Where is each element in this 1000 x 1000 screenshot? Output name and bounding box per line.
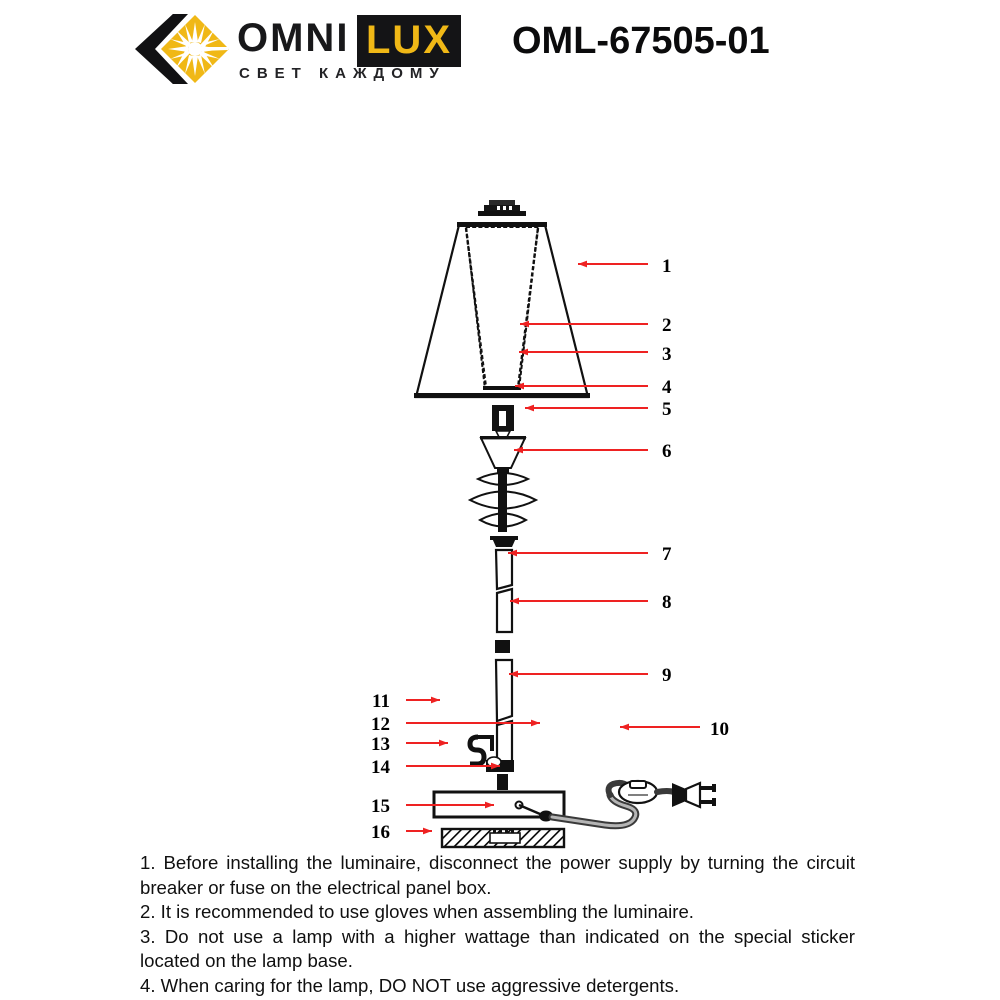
instruction-item-4: 4. When caring for the lamp, DO NOT use …	[140, 974, 680, 996]
callout-number: 7	[662, 544, 672, 565]
wordmark-lux-box: LUX	[357, 15, 461, 67]
callout-arrowhead	[578, 260, 587, 268]
brand-tagline: СВЕТ КАЖДОМУ	[239, 65, 446, 82]
callout-number: 10	[710, 719, 729, 740]
brand-logo: OMNI LUX СВЕТ КАЖДОМУ	[133, 10, 473, 88]
sunburst-icon	[168, 22, 230, 76]
callout-2: 2	[520, 315, 672, 336]
callout-number: 1	[662, 256, 672, 277]
wordmark-lux: LUX	[366, 18, 452, 62]
callout-number: 8	[662, 592, 672, 613]
callout-arrowhead	[439, 739, 448, 747]
callout-arrowhead	[520, 320, 529, 328]
callout-12: 12	[371, 714, 540, 735]
callout-number: 6	[662, 441, 672, 462]
instruction-item-3: 3. Do not use a lamp with a higher watta…	[140, 925, 855, 972]
callout-number: 16	[371, 822, 390, 843]
callout-number: 11	[372, 691, 390, 712]
callout-10: 10	[620, 719, 729, 740]
callout-number: 14	[371, 757, 391, 778]
callout-3: 3	[519, 344, 672, 365]
finial-cap-icon	[478, 200, 526, 216]
callout-number: 3	[662, 344, 672, 365]
safety-instructions: 1. Before installing the luminaire, disc…	[140, 851, 855, 999]
callout-14: 14	[371, 757, 500, 778]
callout-arrowhead	[485, 801, 494, 809]
part-tube-end-cap	[490, 536, 518, 547]
part-coupling-nut	[495, 640, 510, 653]
callout-number: 9	[662, 665, 672, 686]
callout-arrowhead	[423, 827, 432, 835]
callout-7: 7	[508, 544, 672, 565]
callout-1: 1	[578, 256, 672, 277]
callout-arrowhead	[491, 762, 500, 770]
callout-number: 5	[662, 399, 672, 420]
callout-13: 13	[371, 734, 448, 755]
callout-11: 11	[372, 691, 440, 712]
instruction-item-2: 2. It is recommended to use gloves when …	[140, 901, 694, 923]
product-code: OML-67505-01	[512, 20, 770, 62]
power-plug-icon	[672, 781, 716, 809]
callout-arrowhead	[510, 597, 519, 605]
part-stand-tube-segments	[494, 548, 514, 769]
callout-arrowhead	[519, 348, 528, 356]
part-center-decor-sphere	[467, 490, 539, 532]
sheet-header: OMNI LUX СВЕТ КАЖДОМУ OML-67505-01	[0, 0, 1000, 92]
callout-number: 13	[371, 734, 390, 755]
callout-number: 12	[371, 714, 390, 735]
callout-16: 16	[371, 822, 432, 843]
wordmark-omni: OMNI	[237, 16, 350, 60]
part-bulb-socket	[492, 405, 514, 438]
callout-arrowhead	[431, 696, 440, 704]
callout-4: 4	[515, 377, 672, 398]
callout-6: 6	[514, 441, 672, 462]
callout-arrowhead	[620, 723, 629, 731]
part-power-cord-with-plug	[518, 779, 716, 830]
part-base-felt-pad	[440, 827, 566, 849]
callout-arrowhead	[531, 719, 540, 727]
callout-arrowhead	[509, 670, 518, 678]
callout-arrowhead	[514, 446, 523, 454]
callout-number: 15	[371, 796, 390, 817]
instruction-item-1: 1. Before installing the luminaire, disc…	[140, 852, 855, 898]
inline-switch-icon	[617, 779, 659, 805]
part-socket-cover-cone	[479, 436, 527, 477]
part-lamp-shade	[414, 200, 590, 399]
callout-15: 15	[371, 796, 494, 817]
callout-8: 8	[510, 592, 672, 613]
callout-5: 5	[525, 399, 672, 420]
omnilux-sunburst-diamond-logo-icon	[133, 12, 233, 86]
callout-number: 2	[662, 315, 672, 336]
callout-arrowhead	[525, 404, 534, 412]
callout-arrowhead	[515, 382, 524, 390]
callout-number: 4	[662, 377, 672, 398]
callout-arrowhead	[508, 549, 517, 557]
callout-9: 9	[509, 665, 672, 686]
